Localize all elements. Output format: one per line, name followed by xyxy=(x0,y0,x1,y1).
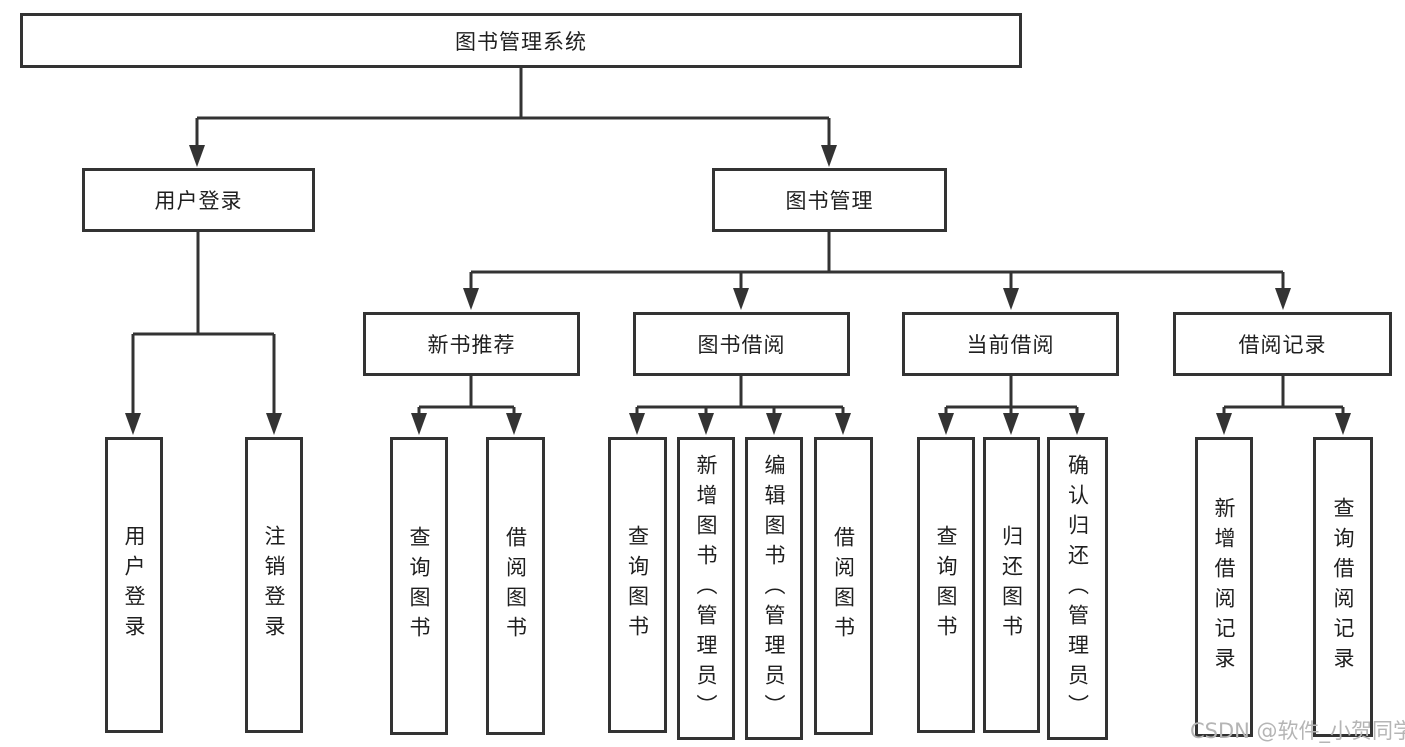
connector-records-to-leaves xyxy=(1222,376,1345,416)
node-library-management-system: 图书管理系统 xyxy=(20,13,1022,68)
connector-current-to-leaves xyxy=(944,376,1079,416)
node-label: 用户登录 xyxy=(122,525,146,645)
node-label: 借阅图书 xyxy=(503,526,528,646)
arrow-icon xyxy=(1003,288,1019,310)
node-leaf-add-borrow-record: 新增借阅记录 xyxy=(1195,437,1253,737)
csdn-watermark: CSDN @软件_小贺同学 xyxy=(1190,719,1405,743)
node-label: 查询图书 xyxy=(934,525,958,645)
arrow-icon xyxy=(1275,288,1291,310)
node-label: 查询图书 xyxy=(407,526,431,646)
node-leaf-borrow-books: 借阅图书 xyxy=(486,437,545,735)
node-new-book-recommend: 新书推荐 xyxy=(363,312,580,376)
node-leaf-logout: 注销登录 xyxy=(245,437,303,733)
arrow-icon xyxy=(463,288,479,310)
node-label: 查询图书 xyxy=(625,525,650,645)
connector-login-to-leaves xyxy=(131,232,276,416)
arrow-icon xyxy=(411,413,427,435)
connector-newbooks-to-leaves xyxy=(417,376,516,416)
node-leaf-borrow-books: 借阅图书 xyxy=(814,437,873,735)
arrow-icon xyxy=(766,413,782,435)
node-user-login: 用户登录 xyxy=(82,168,315,232)
node-current-borrowing: 当前借阅 xyxy=(902,312,1119,376)
node-book-borrowing: 图书借阅 xyxy=(633,312,850,376)
arrow-icon xyxy=(266,413,282,435)
node-label: 查询借阅记录 xyxy=(1331,497,1355,677)
arrow-icon xyxy=(1069,413,1085,435)
node-label: 确认归还（管理员） xyxy=(1065,453,1090,724)
connector-borrow-to-leaves xyxy=(635,376,845,416)
arrow-icon xyxy=(189,145,205,167)
arrow-icon xyxy=(821,145,837,167)
node-leaf-query-borrow-record: 查询借阅记录 xyxy=(1313,437,1373,737)
arrow-icon xyxy=(835,413,851,435)
arrow-icon xyxy=(733,288,749,310)
node-label: 借阅记录 xyxy=(1238,333,1327,357)
node-label: 新增借阅记录 xyxy=(1212,497,1236,677)
arrow-icon xyxy=(1003,413,1019,435)
node-label: 注销登录 xyxy=(262,525,286,645)
arrow-icon xyxy=(698,413,714,435)
node-leaf-query-books: 查询图书 xyxy=(608,437,667,733)
arrow-icon xyxy=(629,413,645,435)
node-leaf-query-books: 查询图书 xyxy=(390,437,448,735)
node-label: 新书推荐 xyxy=(427,333,516,357)
node-label: 图书管理 xyxy=(785,189,874,213)
arrow-icon xyxy=(1335,413,1351,435)
node-label: 借阅图书 xyxy=(831,526,856,646)
node-leaf-confirm-return-admin: 确认归还（管理员） xyxy=(1047,437,1108,740)
node-label: 用户登录 xyxy=(154,189,243,213)
node-label: 新增图书（管理员） xyxy=(694,453,718,724)
arrow-icon xyxy=(938,413,954,435)
arrow-icon xyxy=(506,413,522,435)
node-leaf-edit-books-admin: 编辑图书（管理员） xyxy=(745,437,803,740)
arrowheads xyxy=(125,145,1351,435)
arrow-icon xyxy=(1216,413,1232,435)
connector-root-to-level2 xyxy=(195,68,831,148)
node-leaf-user-login: 用户登录 xyxy=(105,437,163,733)
node-borrowing-records: 借阅记录 xyxy=(1173,312,1392,376)
node-label: 图书管理系统 xyxy=(455,29,587,54)
node-book-management: 图书管理 xyxy=(712,168,947,232)
node-label: 图书借阅 xyxy=(697,333,786,357)
node-label: 归还图书 xyxy=(999,525,1024,645)
node-leaf-add-books-admin: 新增图书（管理员） xyxy=(677,437,735,740)
node-leaf-return-books: 归还图书 xyxy=(983,437,1040,733)
node-label: 当前借阅 xyxy=(966,333,1055,357)
arrow-icon xyxy=(125,413,141,435)
node-label: 编辑图书（管理员） xyxy=(762,453,786,724)
connector-mgmt-to-level3 xyxy=(469,232,1285,291)
node-leaf-query-books: 查询图书 xyxy=(917,437,975,733)
